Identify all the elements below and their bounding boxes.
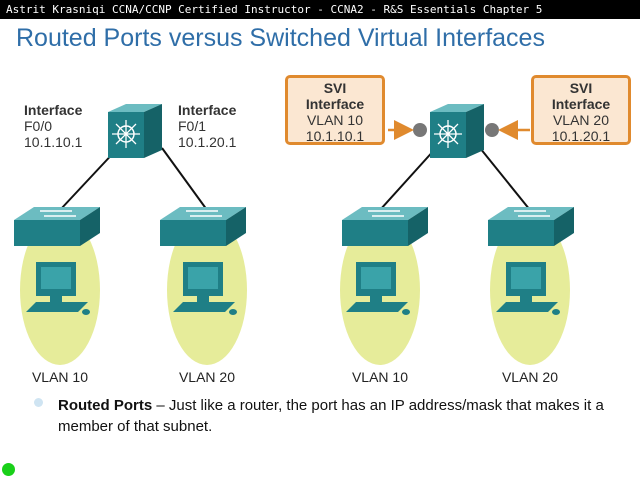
svi-heading: SVI [569, 80, 593, 96]
vlan-label: VLAN 10 [31, 369, 89, 385]
switch-icon [488, 207, 574, 246]
svi-port-dot [485, 123, 499, 137]
slide-title: Routed Ports versus Switched Virtual Int… [16, 24, 545, 52]
network-diagram [14, 104, 574, 365]
bullet-description: – Just like a router, the port has an IP… [58, 397, 604, 435]
svi-heading: SVI [323, 80, 347, 96]
bullet-term: Routed Ports [58, 397, 153, 414]
vlan-label: VLAN 20 [178, 369, 236, 385]
interface-ip: 10.1.20.1 [178, 134, 237, 150]
multilayer-switch-icon [430, 104, 484, 158]
interface-port: F0/0 [24, 118, 53, 134]
interface-ip: 10.1.10.1 [24, 134, 83, 150]
interface-heading: Interface [178, 102, 237, 118]
svi-vlan: VLAN 10 [306, 112, 364, 128]
interface-label-f0-0: Interface F0/0 10.1.10.1 [24, 102, 82, 150]
interface-port: F0/1 [178, 118, 207, 134]
pc-icon [26, 262, 90, 315]
vlan-label: VLAN 10 [351, 369, 409, 385]
svi-subheading: Interface [305, 96, 365, 112]
svi-ip: 10.1.20.1 [551, 128, 611, 144]
pc-icon [496, 262, 560, 315]
svi-vlan: VLAN 20 [552, 112, 610, 128]
svi-box-vlan10: SVI Interface VLAN 10 10.1.10.1 [285, 75, 385, 145]
laser-pointer-dot [2, 463, 15, 476]
bullet-text: Routed Ports – Just like a router, the p… [58, 395, 628, 437]
switch-icon [342, 207, 428, 246]
svi-port-dot [413, 123, 427, 137]
bullet-icon [34, 398, 43, 407]
svi-subheading: Interface [551, 96, 611, 112]
svi-ip: 10.1.10.1 [305, 128, 365, 144]
interface-label-f0-1: Interface F0/1 10.1.20.1 [178, 102, 236, 150]
instructor-banner: Astrit Krasniqi CCNA/CCNP Certified Inst… [0, 0, 640, 19]
multilayer-switch-icon [108, 104, 162, 158]
pc-icon [346, 262, 410, 315]
svi-box-vlan20: SVI Interface VLAN 20 10.1.20.1 [531, 75, 631, 145]
switch-icon [14, 207, 100, 246]
pc-icon [173, 262, 237, 315]
interface-heading: Interface [24, 102, 83, 118]
vlan-label: VLAN 20 [501, 369, 559, 385]
switch-icon [160, 207, 246, 246]
